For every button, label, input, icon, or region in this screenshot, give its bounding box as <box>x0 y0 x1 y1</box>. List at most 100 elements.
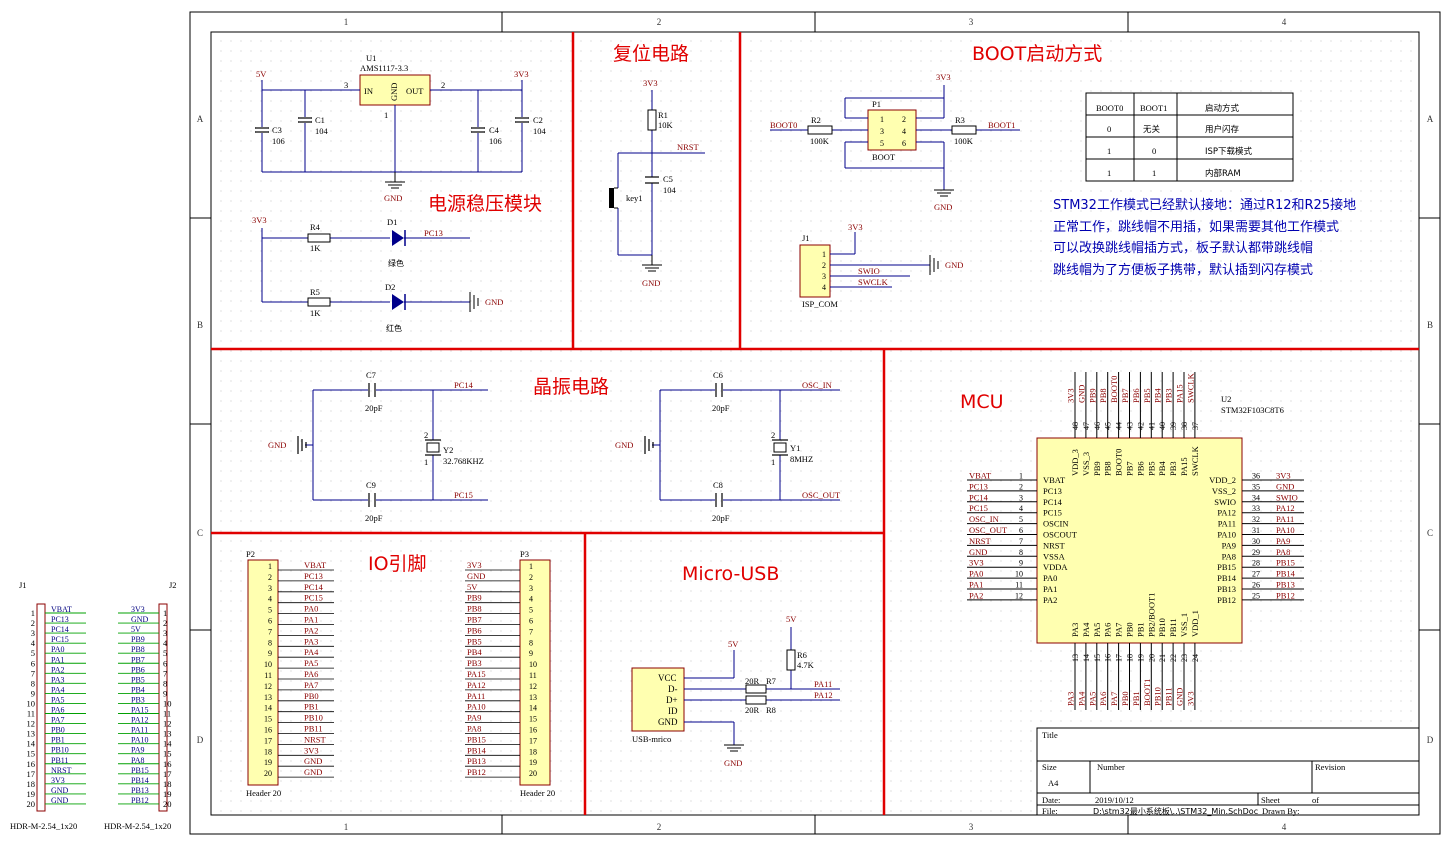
mcu-net-label: GND <box>1076 385 1086 403</box>
mcu-net-label: GND <box>1276 481 1294 491</box>
col-label: 3 <box>969 822 974 832</box>
mcu-pin-name: VSSA <box>1043 551 1066 561</box>
j2-left-net-label: PB12 <box>131 796 149 805</box>
mcu-pin-name: PA9 <box>1222 540 1236 550</box>
j2-left-net-label: 5V <box>131 625 141 634</box>
p2-pin-number: 4 <box>268 595 272 604</box>
p3-net-label: PB7 <box>467 615 482 625</box>
pc14-net: PC14 <box>454 380 474 390</box>
boot1-net: BOOT1 <box>988 120 1015 130</box>
j1-left-net-label: PB1 <box>51 736 65 745</box>
mcu-pin-number: 44 <box>1115 422 1124 430</box>
j1-left-net-label: NRST <box>51 766 72 775</box>
mcu-pin-name: PC14 <box>1043 497 1063 507</box>
mcu-pin-name: PB8 <box>1103 461 1113 476</box>
mcu-pin-name: PA11 <box>1218 519 1236 529</box>
y1-value: 8MHZ <box>790 454 813 464</box>
mcu-pin-number: 6 <box>1019 526 1023 535</box>
u1-out-pin: OUT <box>406 86 424 96</box>
u1-pin3: 3 <box>344 80 348 90</box>
p2-ref: P2 <box>246 549 255 559</box>
mcu-pin-number: 39 <box>1169 422 1178 430</box>
j2-left-net-label: PB4 <box>131 685 145 694</box>
p3-net-label: 3V3 <box>467 560 482 570</box>
mcu-pin-number: 9 <box>1019 559 1023 568</box>
p3-net-label: PB6 <box>467 625 482 635</box>
table-cell: 无关 <box>1143 124 1161 135</box>
mcu-net-label: PB0 <box>1120 691 1130 706</box>
j2-left-pin-number: 11 <box>163 709 171 719</box>
date-label: Date: <box>1042 795 1060 805</box>
mcu-pin-number: 14 <box>1082 654 1091 662</box>
section-title-boot: BOOT启动方式 <box>972 43 1102 65</box>
mcu-pin-number: 24 <box>1191 654 1200 662</box>
y1-pin1: 1 <box>771 457 775 467</box>
u2-mcu-body <box>1036 437 1243 644</box>
c2-value: 104 <box>533 126 547 136</box>
row-label: A <box>1427 114 1434 124</box>
mcu-pin-number: 46 <box>1093 422 1102 430</box>
mcu-net-label: PA10 <box>1276 525 1295 535</box>
j1-left-net-label: PA3 <box>51 675 65 684</box>
mcu-net-label: PB15 <box>1276 558 1295 568</box>
p3-net-label: PA8 <box>467 724 481 734</box>
j1-left-net-label: PC14 <box>51 625 69 634</box>
p1-pin: 3 <box>880 127 884 136</box>
mcu-pin-number: 1 <box>1019 472 1023 481</box>
section-dividers <box>211 32 1419 815</box>
d1-color: 绿色 <box>388 258 404 268</box>
p1-label: BOOT <box>872 152 896 162</box>
drawn-by-label: Drawn By: <box>1262 806 1300 816</box>
table-header: 启动方式 <box>1205 103 1240 114</box>
mcu-pin-name: PA3 <box>1070 623 1080 637</box>
mcu-pin-number: 16 <box>1104 654 1113 662</box>
table-header: BOOT1 <box>1140 103 1167 113</box>
j1-left-pin-number: 13 <box>27 729 36 739</box>
p3-pin-number: 18 <box>529 747 537 756</box>
mcu-pin-name: PB10 <box>1157 618 1167 637</box>
mcu-pin-name: PC15 <box>1043 508 1062 518</box>
mcu-pin-name: PB14 <box>1217 573 1237 583</box>
mcu-net-label: OSC_IN <box>969 514 999 524</box>
boot0-net: BOOT0 <box>770 120 797 130</box>
usb-pa11: PA11 <box>814 679 832 689</box>
p1-pin: 4 <box>902 127 906 136</box>
mcu-pin-name: VSS_2 <box>1212 486 1236 496</box>
p2-net-label: PA2 <box>304 625 318 635</box>
r7-resistor <box>745 684 767 694</box>
mcu-pin-number: 19 <box>1136 654 1145 662</box>
p3-pin-number: 14 <box>529 704 537 713</box>
c9-ref: C9 <box>366 480 376 490</box>
p2-pin-number: 7 <box>268 627 272 636</box>
mcu-pin-number: 3 <box>1019 493 1023 502</box>
j2-left-pin-number: 3 <box>163 628 167 638</box>
mcu-pin-name: PB9 <box>1092 461 1102 476</box>
j1-left-net-label: PC13 <box>51 615 69 624</box>
p3-net-label: PB14 <box>467 745 487 755</box>
j2-left-pin-number: 19 <box>163 789 172 799</box>
j2-left-pin-number: 13 <box>163 729 172 739</box>
c8-ref: C8 <box>713 480 723 490</box>
mcu-pin-number: 27 <box>1252 570 1260 579</box>
c4-ref: C4 <box>489 125 500 135</box>
c6-ref: C6 <box>713 370 723 380</box>
p3-pin-number: 11 <box>529 671 537 680</box>
boot-note-line: 可以改换跳线帽插方式，板子默认都带跳线帽 <box>1053 240 1313 256</box>
p2-pin-number: 12 <box>264 682 272 691</box>
p2-net-label: 3V3 <box>304 745 319 755</box>
p2-pin-number: 9 <box>268 649 272 658</box>
number-label: Number <box>1097 762 1125 772</box>
j2-left-net-label: PB8 <box>131 645 145 654</box>
usb-section: VCC D- D+ ID GND USB-mrico 20R R7 20R R8 <box>631 614 840 768</box>
p2-pin-number: 18 <box>264 747 272 756</box>
mcu-pin-number: 17 <box>1115 654 1124 662</box>
j1-pin: 1 <box>822 250 826 259</box>
mcu-pin-name: PB3 <box>1168 461 1178 476</box>
mcu-pin-name: PB0 <box>1125 622 1135 637</box>
boot-mode-table: BOOT0 BOOT1 启动方式 0 无关 用户闪存 1 0 ISP下载模式 1… <box>1085 92 1294 182</box>
j2-left-net-label: PB7 <box>131 655 145 664</box>
u1-ref: U1 <box>366 53 376 63</box>
mcu-net-label: PA3 <box>1066 692 1076 706</box>
boot-net-3v3: 3V3 <box>936 72 951 82</box>
r6-net-5v: 5V <box>786 614 797 624</box>
